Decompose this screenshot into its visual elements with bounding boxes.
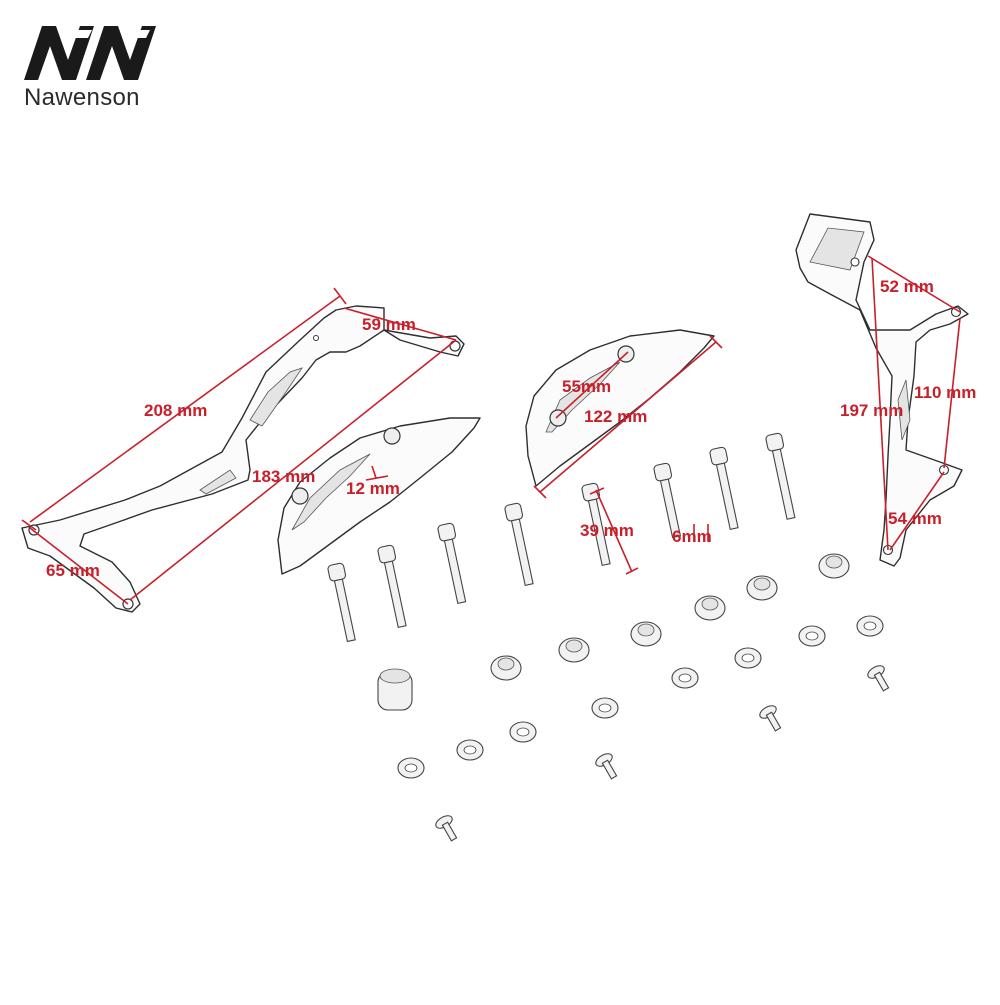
nut xyxy=(558,637,590,663)
dim-left-guard-thickness: 12 mm xyxy=(346,479,400,498)
left-guard xyxy=(277,417,481,575)
bolt xyxy=(653,462,682,539)
bolt xyxy=(437,522,467,605)
washer xyxy=(509,721,537,743)
dim-right-bracket-inner: 110 mm xyxy=(914,383,976,402)
washer xyxy=(798,625,826,647)
dim-left-bracket-inner: 183 mm xyxy=(252,467,315,486)
washer xyxy=(591,697,619,719)
dim-right-bracket-height: 197 mm xyxy=(840,401,903,420)
right-bracket xyxy=(795,213,969,567)
dim-left-bracket-top: 59 mm xyxy=(362,315,416,334)
dim-right-bracket-top: 52 mm xyxy=(880,277,934,296)
bolt xyxy=(581,482,611,566)
dim-left-bracket-length: 208 mm xyxy=(144,401,207,420)
brand-logo-icon xyxy=(24,26,156,80)
washer xyxy=(734,647,762,669)
dim-right-guard-width: 55mm xyxy=(562,377,611,396)
bolt xyxy=(709,446,739,530)
small-screws xyxy=(435,665,890,842)
dim-bolt-diameter: 6mm xyxy=(672,527,712,546)
dim-left-bracket-bottom: 65 mm xyxy=(46,561,100,580)
bolt xyxy=(377,544,407,628)
dimension-lines xyxy=(21,255,961,605)
washer xyxy=(856,615,884,637)
washers xyxy=(397,615,884,779)
screw xyxy=(867,665,890,692)
nut xyxy=(818,553,850,579)
nut xyxy=(746,575,778,601)
bolt xyxy=(327,562,356,643)
screw xyxy=(759,705,782,732)
washer xyxy=(456,739,484,761)
washer xyxy=(397,757,425,779)
right-guard xyxy=(525,329,715,487)
screw xyxy=(595,753,618,780)
bolt xyxy=(765,432,796,520)
dim-right-bracket-bottom: 54 mm xyxy=(888,509,942,528)
bolt xyxy=(504,502,534,586)
brand-name: Nawenson xyxy=(24,84,140,111)
nut xyxy=(490,655,522,681)
washer xyxy=(671,667,699,689)
long-bolts xyxy=(327,432,796,643)
nut xyxy=(694,595,726,621)
dim-bolt-length: 39 mm xyxy=(580,521,634,540)
spacer xyxy=(377,668,413,711)
screw xyxy=(435,815,458,842)
nuts xyxy=(377,553,850,711)
nut xyxy=(630,621,662,647)
dim-right-guard-length: 122 mm xyxy=(584,407,647,426)
